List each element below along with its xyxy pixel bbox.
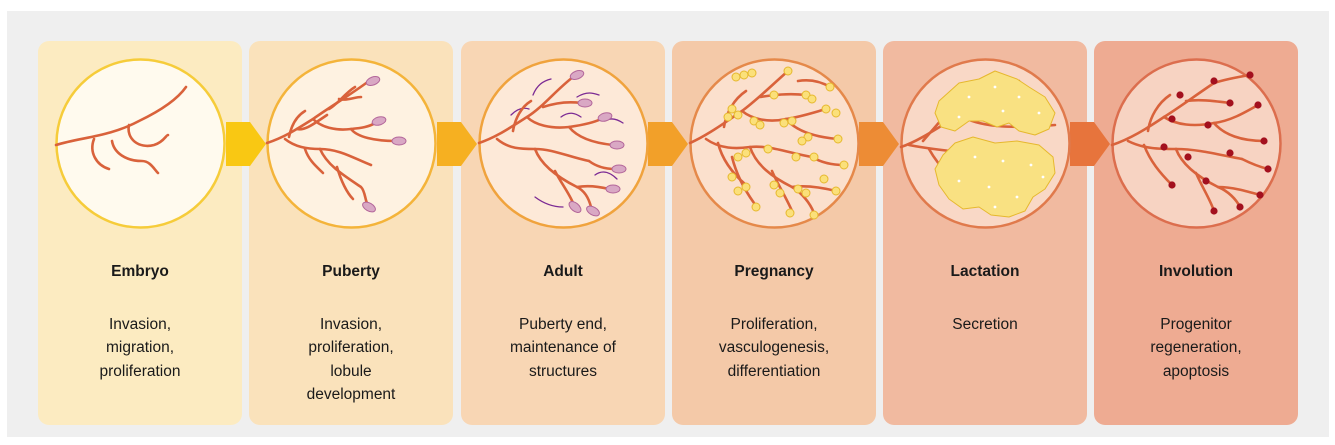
stage-title: Embryo	[38, 263, 242, 281]
stage-description: Secretion	[883, 313, 1087, 336]
embryo-duct-illustration	[54, 57, 227, 230]
lactation-secretion-illustration	[899, 57, 1072, 230]
stage-title: Involution	[1094, 263, 1298, 281]
stage-description: Invasion, migration, proliferation	[38, 313, 242, 383]
stage-description: Invasion, proliferation, lobule developm…	[249, 313, 453, 406]
pregnancy-alveoli-illustration	[688, 57, 861, 230]
stage-title: Pregnancy	[672, 263, 876, 281]
stage-description: Progenitor regeneration, apoptosis	[1094, 313, 1298, 383]
puberty-duct-illustration	[265, 57, 438, 230]
adult-duct-illustration	[477, 57, 650, 230]
stage-description: Puberty end, maintenance of structures	[461, 313, 665, 383]
stage-title: Adult	[461, 263, 665, 281]
stage-title: Lactation	[883, 263, 1087, 281]
stage-description: Proliferation, vasculogenesis, different…	[672, 313, 876, 383]
stage-title: Puberty	[249, 263, 453, 281]
involution-apoptosis-illustration	[1110, 57, 1283, 230]
